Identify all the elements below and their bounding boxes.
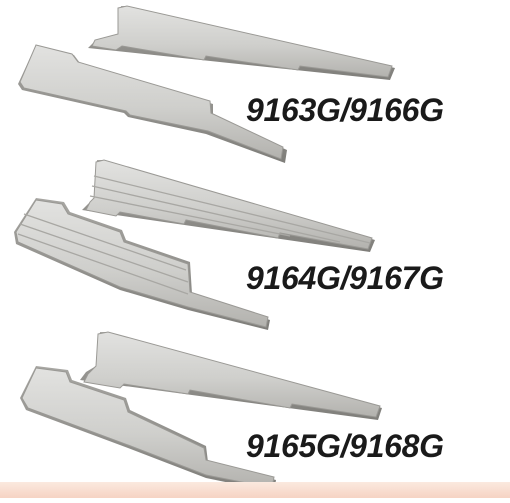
tool-3-lower-blade [20, 366, 276, 492]
part-number-label-1: 9163G/9166G [246, 92, 444, 128]
part-number-label-3: 9165G/9168G [246, 428, 444, 464]
tool-1-lower-blade [18, 44, 287, 163]
tool-pair-2 [14, 159, 375, 330]
tool-pair-3 [20, 331, 382, 492]
tool-1-upper-blade [88, 5, 395, 80]
tool-2-upper-blade [82, 159, 375, 252]
tool-3-upper-blade [80, 331, 382, 420]
bottom-color-band [0, 482, 510, 498]
part-number-label-2: 9164G/9167G [246, 260, 444, 296]
tool-2-lower-blade [14, 198, 270, 330]
tool-pair-1 [18, 5, 395, 163]
